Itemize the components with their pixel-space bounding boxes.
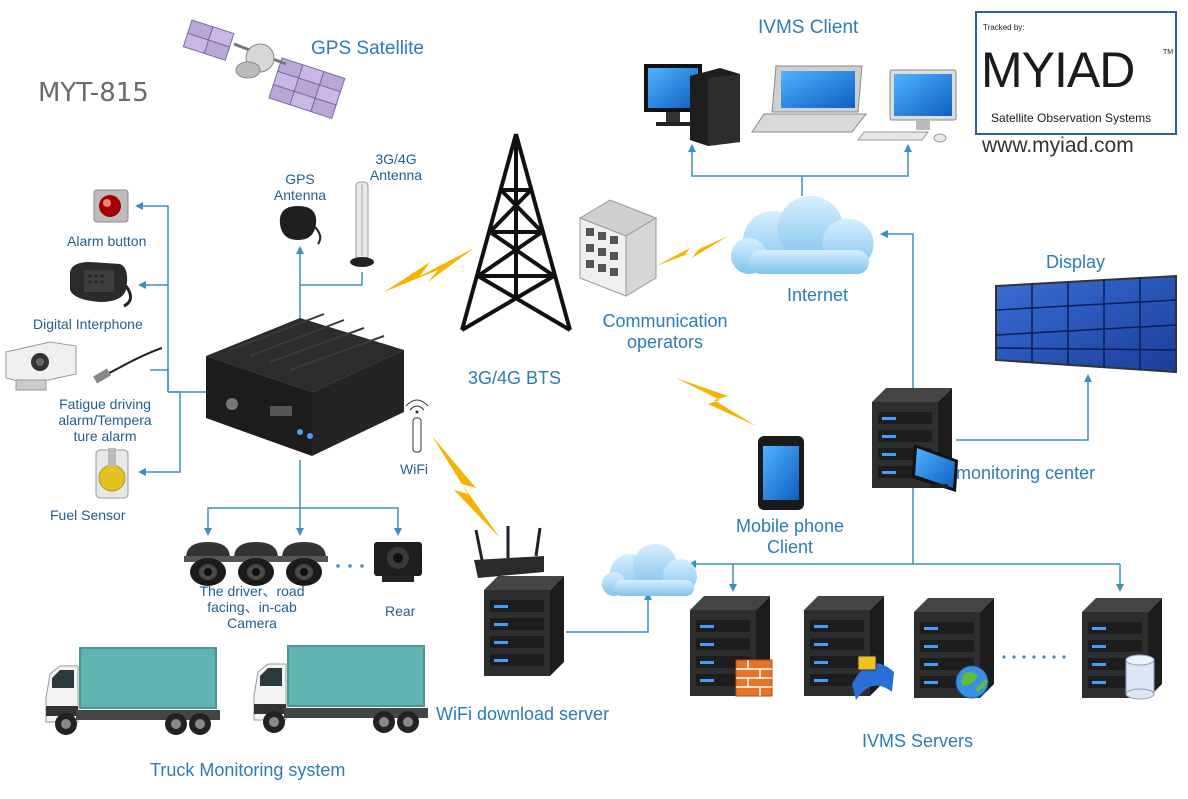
gps-satellite-label: GPS Satellite	[311, 38, 424, 59]
fatigue-camera-icon	[5, 341, 77, 391]
logo-trademark: TM	[1163, 49, 1174, 56]
digital-interphone-label: Digital Interphone	[33, 316, 143, 332]
media-film-icon	[852, 655, 894, 700]
monitoring-screen-icon	[912, 444, 958, 492]
camera-rear	[300, 507, 402, 536]
firewall-icon	[735, 659, 773, 697]
database-icon	[1125, 654, 1155, 700]
display-wall-icon	[995, 274, 1177, 374]
wifi-router-icon	[474, 526, 544, 578]
laptop-icon	[751, 65, 868, 133]
connector-lines	[135, 144, 1124, 633]
truck-system-label: Truck Monitoring system	[150, 760, 346, 780]
truck-icon-2	[253, 645, 429, 734]
wifi-server-line	[566, 592, 652, 633]
all-in-one-computer-icon	[857, 69, 957, 143]
temperature-sensor-icon	[93, 347, 163, 384]
operators-building-icon	[578, 199, 658, 297]
wifi-download-server-icon	[484, 576, 564, 676]
center-to-display	[956, 374, 1092, 441]
wifi-label: WiFi	[400, 461, 428, 477]
myiad-logo: Tracked by: MYIAD TM Satellite Observati…	[975, 11, 1177, 135]
model-name: MYT-815	[38, 78, 149, 108]
internet-cloud-icon	[731, 196, 874, 274]
lightning-icon-antenna	[384, 248, 474, 292]
internet-label: Internet	[787, 285, 849, 305]
lightning-icon-mobile	[676, 378, 756, 426]
lightning-icon-operators	[656, 236, 728, 266]
logo-tagline: Satellite Observation Systems	[991, 111, 1152, 125]
fuel-sensor-label: Fuel Sensor	[50, 507, 126, 523]
bts-tower-icon	[460, 133, 572, 332]
mobile-phone-icon	[758, 436, 804, 510]
lightning-icon-wifi	[432, 436, 500, 538]
bts-label: 3G/4G BTS	[468, 368, 562, 388]
fatigue-arrow	[150, 369, 169, 392]
wifi-cloud-icon	[602, 544, 697, 596]
camera-bus	[204, 460, 301, 536]
desktop-computer-icon	[644, 64, 740, 146]
antenna-line	[299, 272, 363, 320]
display-label: Display	[1046, 252, 1106, 272]
digital-interphone-icon	[70, 262, 132, 308]
client-right	[802, 144, 912, 177]
globe-icon	[955, 665, 989, 699]
gps-satellite-icon	[182, 19, 346, 119]
fatigue-branch	[138, 391, 181, 476]
gps-antenna-icon	[279, 206, 322, 245]
dome-camera-icon-3	[280, 542, 328, 586]
fuel-sensor-icon	[95, 448, 129, 499]
center-to-internet	[880, 230, 914, 392]
dvr-device-icon	[206, 313, 404, 456]
dome-camera-icon-2	[232, 542, 280, 586]
antenna-3g4g-icon	[350, 181, 374, 267]
sensor-bus-line	[135, 202, 169, 392]
ellipsis-dots	[336, 564, 364, 568]
alarm-button-label: Alarm button	[67, 233, 147, 249]
client-bus	[688, 144, 803, 196]
wifi-server-label: WiFi download server	[436, 704, 610, 724]
logo-tracked-by: Tracked by:	[983, 23, 1025, 32]
truck-icon-1	[45, 647, 221, 736]
logo-url: www.myiad.com	[982, 134, 1134, 157]
monitoring-center-label: monitoring center	[956, 463, 1096, 483]
dome-camera-icon-1	[184, 542, 232, 586]
wifi-antenna-icon	[405, 399, 429, 453]
rear-label: Rear	[385, 603, 416, 619]
logo-wordmark: MYIAD	[981, 42, 1135, 98]
ivms-client-label: IVMS Client	[758, 17, 859, 38]
alarm-button-icon	[93, 189, 129, 223]
ellipsis-dots-servers	[1002, 655, 1066, 659]
rear-camera-icon	[374, 542, 422, 582]
ivms-servers-label: IVMS Servers	[862, 731, 974, 751]
